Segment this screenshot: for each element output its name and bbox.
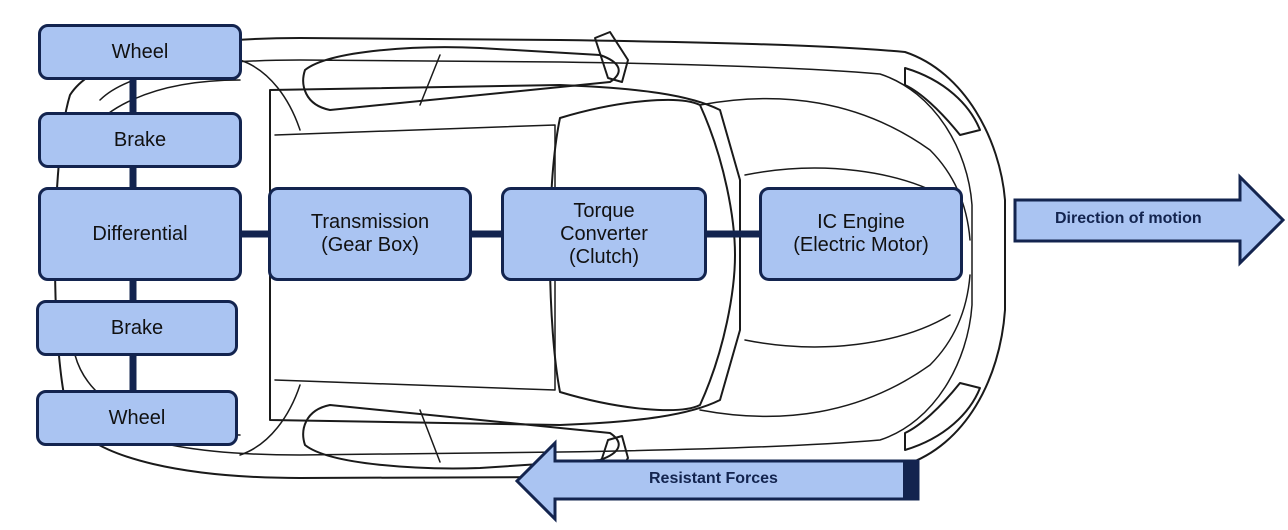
resistant-forces-arrow [514, 439, 920, 523]
torque-converter-label: Torque Converter (Clutch) [560, 199, 648, 268]
transmission-box: Transmission (Gear Box) [268, 187, 472, 281]
car-side-window-bottom [302, 404, 620, 470]
car-mirror-top [594, 31, 629, 83]
car-rear-fender-top [239, 59, 301, 131]
car-headlight-bottom [904, 382, 981, 451]
wheel-top-label: Wheel [111, 40, 169, 63]
direction-arrow [1013, 173, 1286, 267]
torque-converter-box: Torque Converter (Clutch) [501, 187, 707, 281]
differential-box: Differential [38, 187, 242, 281]
car-hood-line-top [699, 97, 971, 241]
car-side-window-top [302, 46, 620, 111]
car-window-divider-bottom [419, 409, 441, 463]
brake-bottom-box: Brake [36, 300, 238, 356]
direction-of-motion-label: Direction of motion [1055, 210, 1202, 227]
resistant-forces-label: Resistant Forces [649, 470, 778, 487]
car-headlight-top [904, 67, 981, 136]
transmission-label: Transmission (Gear Box) [310, 211, 430, 256]
car-hood-line-bottom [699, 274, 971, 418]
differential-label: Differential [92, 222, 188, 245]
car-rear-fender-bottom [239, 384, 301, 456]
resistant-forces-arrow-tail [903, 461, 918, 499]
engine-box: IC Engine (Electric Motor) [759, 187, 963, 281]
brake-bottom-label: Brake [110, 316, 164, 339]
engine-label: IC Engine (Electric Motor) [793, 211, 929, 256]
wheel-top-box: Wheel [38, 24, 242, 80]
brake-top-box: Brake [38, 112, 242, 168]
wheel-bottom-box: Wheel [36, 390, 238, 446]
wheel-bottom-label: Wheel [108, 406, 166, 429]
car-window-divider-top [419, 54, 441, 106]
car-windshield [548, 98, 736, 412]
brake-top-label: Brake [113, 128, 167, 151]
car-cabin [269, 84, 741, 426]
car-body-inner [99, 59, 973, 456]
